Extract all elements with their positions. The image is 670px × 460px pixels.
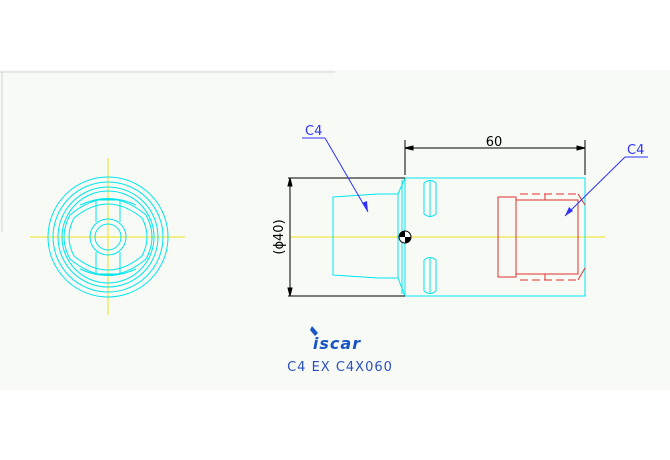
iscar-logo-mark: [310, 326, 318, 336]
length-dimension: [404, 140, 586, 175]
part-number: C4 EX C4X060: [287, 360, 393, 375]
callout-right-leader: [564, 156, 648, 217]
end-view-centerlines: [30, 158, 185, 315]
side-view: 60 (ϕ40) C4 C4: [272, 124, 648, 297]
diameter-dimension-label: (ϕ40): [272, 219, 287, 254]
callout-right-label: C4: [627, 143, 644, 158]
iscar-logo: iscar: [310, 326, 361, 353]
frame-lines: [0, 71, 335, 232]
iscar-logo-text: iscar: [313, 334, 361, 353]
center-marker: [398, 230, 412, 244]
callout-left-leader: [302, 137, 369, 213]
end-view: [30, 158, 185, 315]
diameter-dimension: [287, 177, 405, 297]
drawing-paper: [0, 70, 670, 390]
length-dimension-label: 60: [486, 135, 503, 150]
hidden-lines: [497, 193, 586, 281]
callout-left-label: C4: [305, 124, 322, 139]
end-view-outline: [47, 176, 169, 298]
